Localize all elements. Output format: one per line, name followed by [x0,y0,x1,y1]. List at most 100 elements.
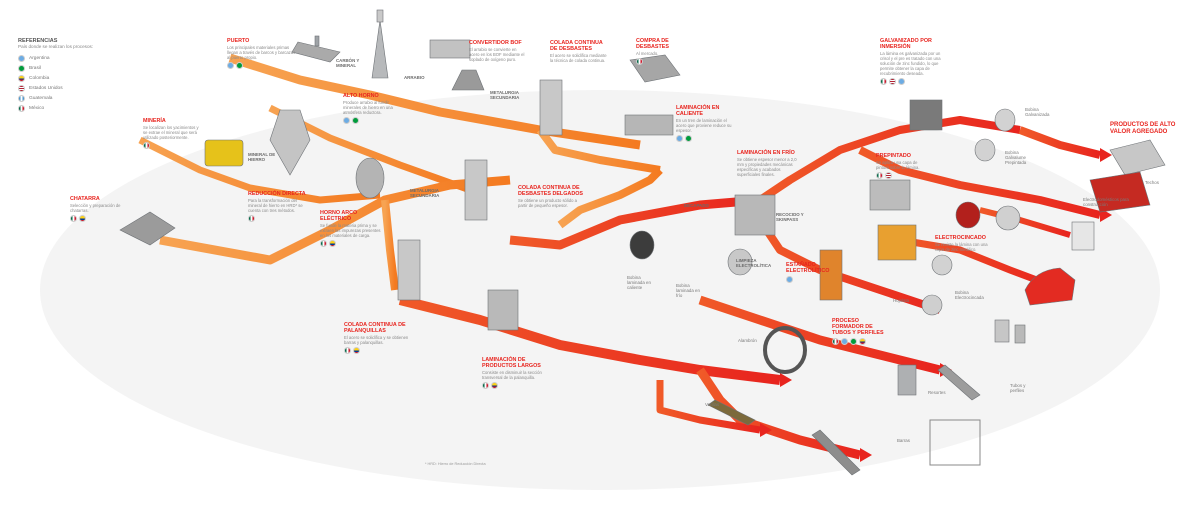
country-flags [880,78,942,85]
colombia-flag-icon [859,338,866,345]
process-title: GALVANIZADO POR INMERSIÓN [880,38,932,50]
process-title: COLADA CONTINUA DE PALANQUILLAS [344,322,406,334]
furnace-top-icon [376,9,384,23]
product-hojalata: Hojalata [893,298,910,303]
equipment [119,9,1166,476]
colombia-flag-icon [18,74,25,82]
colombia-flag-icon [79,215,86,222]
legend-item-label: Argentina [29,55,50,61]
flow-upper [757,116,1021,204]
mexico-flag-icon [880,78,887,85]
process-desc: Los principales materiales primas llegan… [227,45,296,60]
product-bobina-galvalume: Bobina Galvalume Prepintada [1005,150,1027,165]
substep-recocido: RECOCIDO Y SKINPASS [776,212,804,222]
product-varilla: Varillas [705,402,720,407]
scrap-pile-icon [119,211,176,246]
tinplate-coil-icon [921,294,943,316]
arrow-head [760,423,772,437]
substep-decapado: DECAPADO [684,203,709,208]
process-title: PROCESO FORMADOR DE TUBOS Y PERFILES [832,318,884,336]
argentina-flag-icon [786,276,793,283]
legend-item-label: Brasil [29,65,41,71]
mexico-flag-icon [832,338,839,345]
colombia-flag-icon [353,347,360,354]
process-title: LAMINACIÓN EN FRÍO [737,150,795,156]
product-barras: Barras [897,438,910,443]
argentina-flag-icon [898,78,905,85]
process-desc: Se obtiene un producto sólido a partir d… [518,198,577,208]
mexico-flag-icon [344,347,351,354]
legend-item: México [18,103,128,113]
mexico-flag-icon [482,382,489,389]
process-colada-desbastes: COLADA CONTINUA DE DESBASTES El acero se… [550,40,610,63]
substep-arrabio: ARRABIO [404,75,425,80]
process-galvanizado: GALVANIZADO POR INMERSIÓN La lámina es g… [880,38,942,85]
car-icon [1024,267,1076,306]
flow-chatarra [159,175,511,265]
brazil-flag-icon [352,117,359,124]
mexico-flag-icon [18,104,25,112]
substep-limpieza: LIMPIEZA ELECTROLÍTICA [736,258,772,268]
wire-rod-icon [707,399,756,426]
process-title: CHATARRA [70,196,100,202]
country-flags [143,142,203,149]
legend-item: Guatemala [18,93,128,103]
blast-furnace-icon [371,19,389,79]
colombia-flag-icon [491,382,498,389]
country-flags [636,58,696,65]
electrozinc-coil-icon [931,254,953,276]
legend-item-label: México [29,105,45,111]
process-colada-palanquillas: COLADA CONTINUA DE PALANQUILLAS El acero… [344,322,410,354]
long-rolling-mill-icon [487,289,519,331]
process-desc: El arrabio se convierte en acero en los … [469,47,525,62]
prepaint-line-icon [869,179,911,211]
process-desc: Se funde la materia prima y se extraen l… [320,223,381,238]
ship-icon [291,41,341,63]
process-estanado: ESTAÑADO ELECTROLÍTICO [786,262,829,283]
legend-item-label: Colombia [29,75,50,81]
guatemala-flag-icon [18,94,25,102]
process-desc: Se localizan los yacimientos y se extrae… [143,125,199,140]
argentina-flag-icon [18,54,25,62]
bof-converter-icon [451,69,485,91]
process-desc: Se obtiene espesor menor a 2,0 mm y prop… [737,157,797,177]
legend-item: Estados Unidos [18,83,128,93]
process-title: HORNO ARCO ELÉCTRICO [320,210,358,222]
product-bobina-caliente: Bobina laminada en caliente [627,275,651,290]
spring-icon [897,364,917,396]
legend-item-label: Estados Unidos [29,85,63,91]
brazil-flag-icon [236,62,243,69]
painted-coil-icon [955,201,981,229]
process-title: REDUCCIÓN DIRECTA [248,191,306,197]
product-bobina-electrocincada: Bobina Electrocincada [955,290,984,300]
cold-mill-icon [734,194,776,236]
mexico-flag-icon [320,240,327,247]
bof-crane-icon [429,39,471,59]
process-laminacion-frio: LAMINACIÓN EN FRÍO Se obtiene espesor me… [737,150,797,177]
flow-to-hot [536,127,661,174]
process-desc: El acero se solidifica y se obtienen bar… [344,335,409,345]
mining-truck-icon [204,139,244,167]
process-title: LAMINACIÓN DE PRODUCTOS LARGOS [482,357,541,369]
product-techos: Techos [1145,180,1159,185]
rebar-icon [811,429,861,476]
country-flags [832,338,892,345]
process-title: COLADA CONTINUA DE DESBASTES [550,40,603,52]
footnote: * HRD: Hierro de Reducción Directa [425,462,486,466]
hot-rolling-mill-icon [624,114,674,136]
brazil-flag-icon [18,64,25,72]
usa-flag-icon [18,84,25,92]
arrow-head [780,373,792,387]
process-desc: Produce arrabio al fundir minerales de h… [343,100,393,115]
arrow-head [860,448,872,462]
process-title: PREPINTADO [876,153,911,159]
tube-bundle-icon [937,364,981,401]
caster-icon [539,79,563,136]
pipe-coil-icon [763,326,807,374]
argentina-flag-icon [227,62,234,69]
flow-mineria [138,136,381,204]
argentina-flag-icon [343,117,350,124]
cold-coil-icon [727,248,753,276]
galvanized-coil-icon [994,108,1016,132]
